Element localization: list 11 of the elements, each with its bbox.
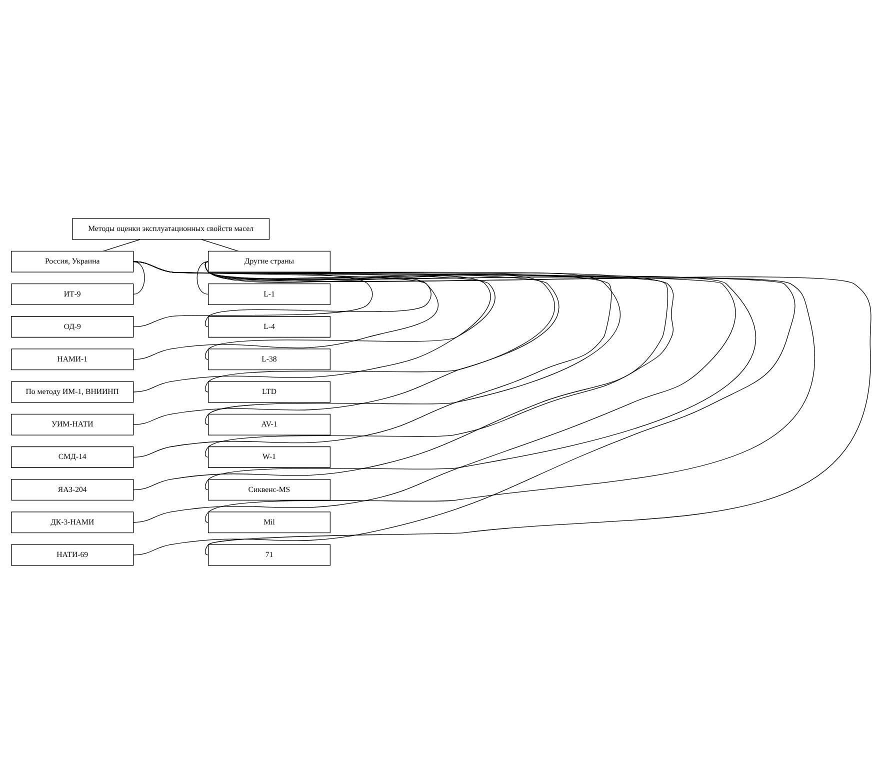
connector <box>133 261 796 556</box>
connector <box>133 261 438 360</box>
connector <box>133 261 560 425</box>
connector <box>133 261 668 490</box>
connector <box>204 261 872 556</box>
connector <box>133 261 736 523</box>
connector <box>133 261 373 328</box>
connector <box>133 261 145 295</box>
connector <box>133 261 612 458</box>
connector <box>133 261 496 392</box>
connector <box>196 261 208 295</box>
